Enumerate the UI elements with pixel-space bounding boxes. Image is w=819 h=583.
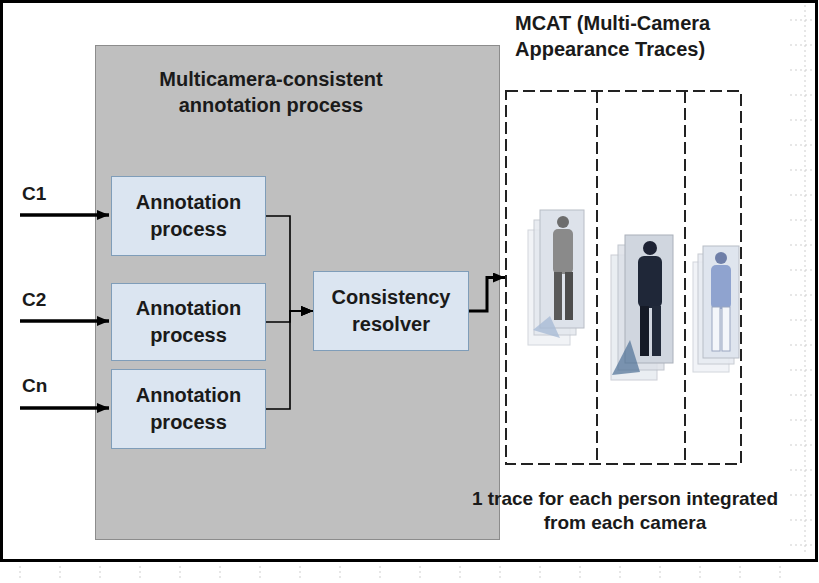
dashed-outline [505,90,742,465]
input-label: Cn [22,375,47,396]
process-box: Consistency resolver [313,271,469,351]
process-box: Annotation process [111,176,266,256]
trace-dividers [597,91,685,465]
person-trace-3 [693,246,739,372]
process-label: Consistency resolver [322,284,460,338]
trace-panel: MCAT (Multi-Camera Appearance Traces) 1 t… [470,8,780,536]
process-label: Annotation process [120,295,257,349]
group-heading: Multicamera-consistent annotation proces… [106,66,436,118]
panel-heading: MCAT (Multi-Camera Appearance Traces) [515,10,730,62]
background-grid [20,5,817,580]
person-trace-1 [528,210,584,345]
process-group: Multicamera-consistent annotation proces… [95,45,500,540]
panel-note: 1 trace for each person integrated from … [470,487,780,536]
input-label: C1 [22,183,46,204]
person-trace-2 [611,235,673,380]
input-label: C2 [22,289,46,310]
process-label: Annotation process [120,189,257,243]
process-box: Annotation process [111,369,266,449]
outer-frame [2,2,817,561]
trace-frame [505,90,742,465]
process-box: Annotation process [111,283,266,361]
process-label: Annotation process [120,382,257,436]
